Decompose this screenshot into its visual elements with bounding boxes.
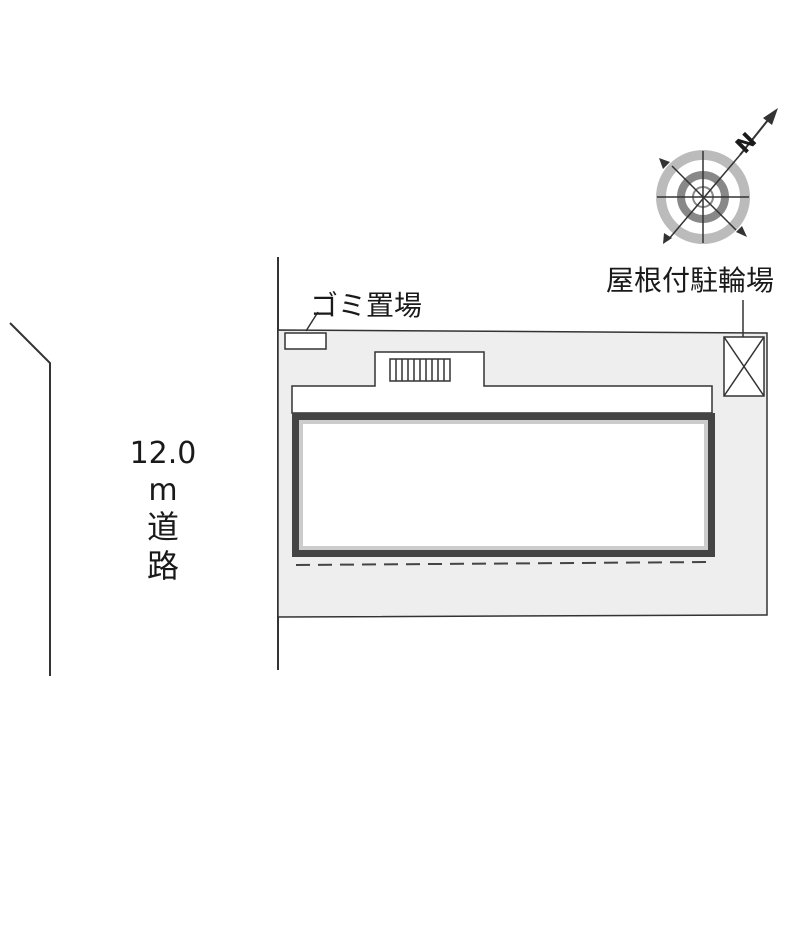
road-label-char-2: 路 xyxy=(147,547,179,585)
road-width-label: 12.0 xyxy=(130,436,197,471)
bicycle-parking-marker xyxy=(723,336,765,397)
road-label-char-1: 道 xyxy=(147,508,179,546)
road-boundary-left xyxy=(9,322,51,676)
stairs-icon xyxy=(389,358,451,382)
garbage-area-label: ゴミ置場 xyxy=(310,289,422,322)
garbage-area-leader xyxy=(305,311,319,332)
building-interior xyxy=(303,424,704,546)
compass-icon xyxy=(656,108,778,244)
eave-dashed-line xyxy=(295,561,713,566)
garbage-area-marker xyxy=(284,332,327,350)
bicycle-parking-label: 屋根付駐輪場 xyxy=(606,264,774,297)
road-unit-label: m xyxy=(148,473,177,508)
